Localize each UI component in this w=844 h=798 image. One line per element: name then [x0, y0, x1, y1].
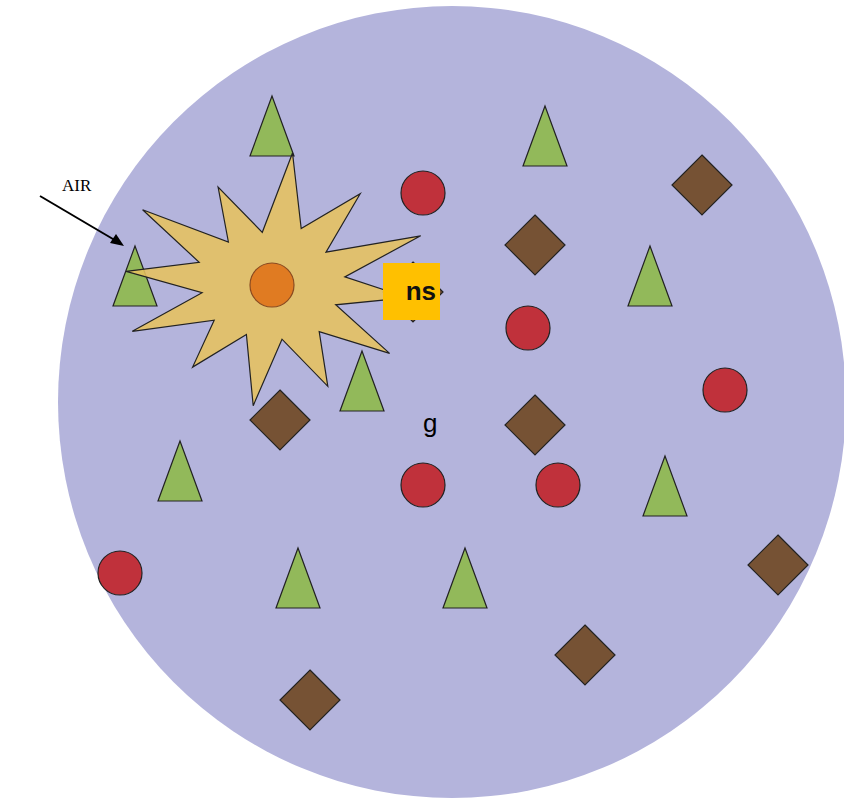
triangle-particle	[158, 441, 202, 501]
circle-particle	[98, 551, 142, 595]
background-circle	[58, 6, 844, 798]
diamond-particle	[748, 535, 808, 595]
diamond-particle	[383, 262, 443, 322]
diamond-particle	[555, 625, 615, 685]
explosion-star	[126, 153, 421, 406]
circle-particle	[401, 463, 445, 507]
triangle-particle	[628, 246, 672, 306]
circle-particle	[536, 463, 580, 507]
leader-line	[40, 196, 118, 242]
triangle-particle	[443, 548, 487, 608]
title-text: ns	[406, 276, 436, 307]
diamond-particle	[672, 155, 732, 215]
arrowhead	[110, 234, 124, 246]
diamond-particle	[280, 670, 340, 730]
center-particle	[250, 263, 294, 307]
circle-particle	[703, 368, 747, 412]
callout-label: AIR	[62, 176, 91, 196]
triangle-particle	[250, 96, 294, 156]
triangle-particle	[340, 351, 384, 411]
circle-particle	[401, 171, 445, 215]
triangle-particle	[643, 456, 687, 516]
triangle-particle	[276, 548, 320, 608]
title-box: ns	[383, 263, 440, 320]
diamond-particle	[505, 215, 565, 275]
diamond-particle	[505, 395, 565, 455]
triangle-particle	[523, 106, 567, 166]
circle-particle	[506, 306, 550, 350]
particles	[98, 96, 808, 730]
fragment-text: g	[423, 408, 437, 439]
diamond-particle	[250, 390, 310, 450]
